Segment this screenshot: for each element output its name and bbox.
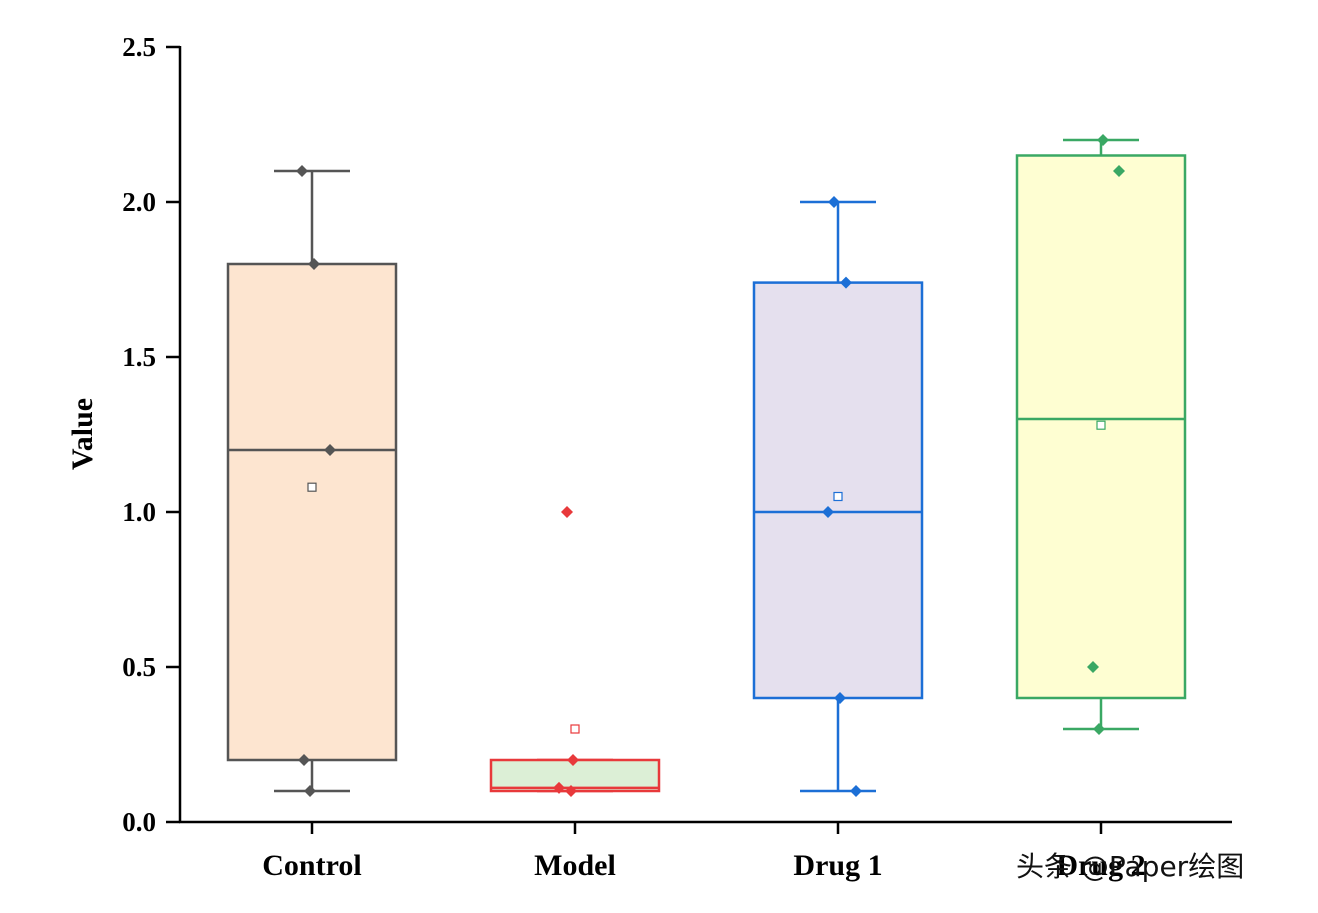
data-point	[834, 692, 846, 704]
y-tick-label: 2.0	[122, 187, 156, 217]
category-label: Drug 2	[1056, 849, 1145, 882]
data-point	[1087, 661, 1099, 673]
box-group	[226, 165, 398, 797]
category-label: Model	[534, 849, 616, 882]
data-point	[296, 165, 308, 177]
axes	[166, 45, 1232, 834]
mean-marker	[833, 491, 843, 502]
data-point	[822, 506, 834, 518]
data-point	[1097, 134, 1109, 146]
data-point	[1113, 165, 1125, 177]
box-group	[752, 196, 924, 797]
boxes	[226, 134, 1187, 797]
mean-marker	[570, 724, 580, 734]
box-group	[1015, 134, 1187, 735]
data-point	[561, 506, 573, 518]
y-tick-label: 0.5	[122, 652, 156, 682]
category-label: Drug 1	[793, 849, 882, 882]
y-axis-title: Value	[66, 398, 99, 470]
box	[489, 758, 661, 793]
data-point	[840, 276, 852, 289]
data-point	[850, 785, 862, 797]
y-tick-label: 2.5	[122, 32, 156, 62]
data-point	[1093, 723, 1105, 735]
data-point	[324, 444, 336, 456]
box-group	[489, 506, 661, 797]
data-point	[304, 785, 316, 797]
y-tick-label: 1.5	[122, 342, 156, 372]
box	[226, 262, 398, 762]
mean-marker	[1096, 420, 1106, 430]
mean-marker	[307, 482, 317, 492]
box	[752, 281, 924, 700]
y-tick-label: 0.0	[122, 807, 156, 837]
data-point	[308, 258, 320, 270]
watermark: 头条 @Paper绘图	[1016, 850, 1244, 883]
data-point	[565, 785, 577, 797]
data-point	[553, 781, 565, 794]
category-label: Control	[262, 849, 361, 882]
y-tick-label: 1.0	[122, 497, 156, 527]
data-point	[298, 754, 310, 766]
data-point	[567, 754, 579, 766]
data-point	[828, 196, 840, 208]
